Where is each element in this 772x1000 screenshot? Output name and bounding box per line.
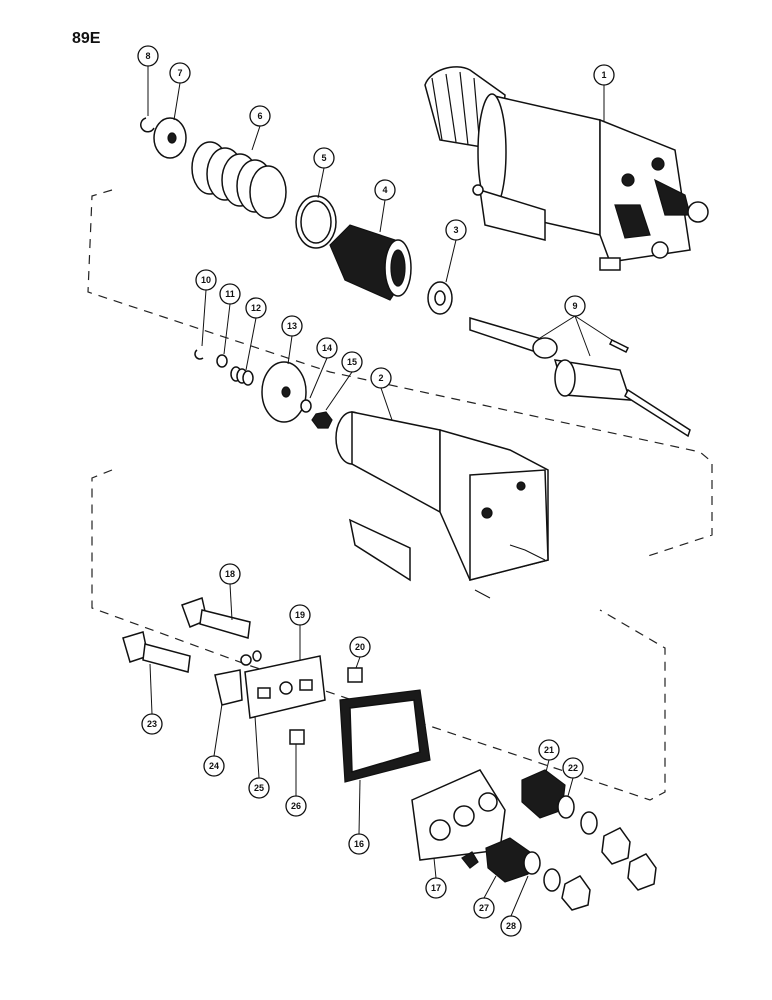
callout-9-label: 9 bbox=[572, 301, 577, 311]
callout-4: 4 bbox=[374, 179, 396, 201]
part-22-washer-stack bbox=[557, 795, 657, 891]
callout-22: 22 bbox=[562, 757, 584, 779]
callout-3: 3 bbox=[445, 219, 467, 241]
callout-9: 9 bbox=[564, 295, 586, 317]
callout-19: 19 bbox=[289, 604, 311, 626]
part-19-insulator-plate bbox=[244, 655, 326, 719]
callout-16: 16 bbox=[348, 833, 370, 855]
callout-2-label: 2 bbox=[378, 373, 383, 383]
part-2-housing bbox=[335, 411, 549, 599]
callout-15-label: 15 bbox=[347, 357, 357, 367]
callout-10-label: 10 bbox=[201, 275, 211, 285]
callout-12-label: 12 bbox=[251, 303, 261, 313]
callout-8: 8 bbox=[137, 45, 159, 67]
callout-6: 6 bbox=[249, 105, 271, 127]
callout-25: 25 bbox=[248, 777, 270, 799]
callout-10: 10 bbox=[195, 269, 217, 291]
callout-28-label: 28 bbox=[506, 921, 516, 931]
callout-22-label: 22 bbox=[568, 763, 578, 773]
lower-assembly-boundary bbox=[91, 469, 666, 801]
callout-5: 5 bbox=[313, 147, 335, 169]
callout-16-label: 16 bbox=[354, 839, 364, 849]
callout-4-label: 4 bbox=[382, 185, 387, 195]
upper-assembly-boundary bbox=[87, 189, 713, 557]
part-6-spring bbox=[191, 141, 287, 219]
callout-7: 7 bbox=[169, 62, 191, 84]
callout-17-label: 17 bbox=[431, 883, 441, 893]
part-4-boot bbox=[329, 224, 412, 301]
callout-20-label: 20 bbox=[355, 642, 365, 652]
callout-6-label: 6 bbox=[257, 111, 262, 121]
part-10-clip bbox=[194, 349, 204, 360]
part-11-washer bbox=[216, 354, 228, 368]
callout-15: 15 bbox=[341, 351, 363, 373]
callout-21-label: 21 bbox=[544, 745, 554, 755]
solenoid-assembly bbox=[424, 66, 709, 271]
part-23-bolt bbox=[122, 631, 191, 673]
part-17-terminal-plate bbox=[411, 769, 506, 861]
callout-18-label: 18 bbox=[225, 569, 235, 579]
callout-14: 14 bbox=[316, 337, 338, 359]
callout-13: 13 bbox=[281, 315, 303, 337]
callout-14-label: 14 bbox=[322, 343, 332, 353]
callout-11-label: 11 bbox=[225, 289, 235, 299]
callout-21: 21 bbox=[538, 739, 560, 761]
callout-24-label: 24 bbox=[209, 761, 219, 771]
page-number: 89E bbox=[72, 30, 101, 47]
callout-3-label: 3 bbox=[453, 225, 458, 235]
part-24-bracket bbox=[214, 669, 243, 706]
callout-23: 23 bbox=[141, 713, 163, 735]
callout-24: 24 bbox=[203, 755, 225, 777]
callout-19-label: 19 bbox=[295, 610, 305, 620]
part-27-terminal-nut bbox=[485, 837, 531, 883]
callout-12: 12 bbox=[245, 297, 267, 319]
part-13-contact-disc bbox=[261, 361, 307, 423]
callout-20: 20 bbox=[349, 636, 371, 658]
callout-18: 18 bbox=[219, 563, 241, 585]
part-9-plunger-kit bbox=[469, 316, 691, 438]
callout-23-label: 23 bbox=[147, 719, 157, 729]
part-26-insulator bbox=[289, 729, 305, 745]
part-8-clip bbox=[140, 117, 155, 133]
callout-26: 26 bbox=[285, 795, 307, 817]
part-28-washer-stack bbox=[523, 851, 591, 911]
callout-27: 27 bbox=[473, 897, 495, 919]
callout-28: 28 bbox=[500, 915, 522, 937]
callout-8-label: 8 bbox=[145, 51, 150, 61]
callout-1-label: 1 bbox=[601, 70, 606, 80]
leader-lines bbox=[147, 66, 616, 917]
callout-17: 17 bbox=[425, 877, 447, 899]
callout-11: 11 bbox=[219, 283, 241, 305]
callout-26-label: 26 bbox=[291, 801, 301, 811]
callout-1: 1 bbox=[593, 64, 615, 86]
callout-13-label: 13 bbox=[287, 321, 297, 331]
part-14-washer bbox=[300, 399, 312, 413]
part-18-bolt bbox=[181, 597, 251, 639]
part-15-nut bbox=[311, 411, 333, 429]
part-16-gasket bbox=[339, 689, 431, 783]
callout-25-label: 25 bbox=[254, 783, 264, 793]
callout-2: 2 bbox=[370, 367, 392, 389]
callout-7-label: 7 bbox=[177, 68, 182, 78]
part-20-insulator bbox=[347, 667, 363, 683]
callout-27-label: 27 bbox=[479, 903, 489, 913]
callout-5-label: 5 bbox=[321, 153, 326, 163]
part-12-spring bbox=[230, 366, 254, 386]
